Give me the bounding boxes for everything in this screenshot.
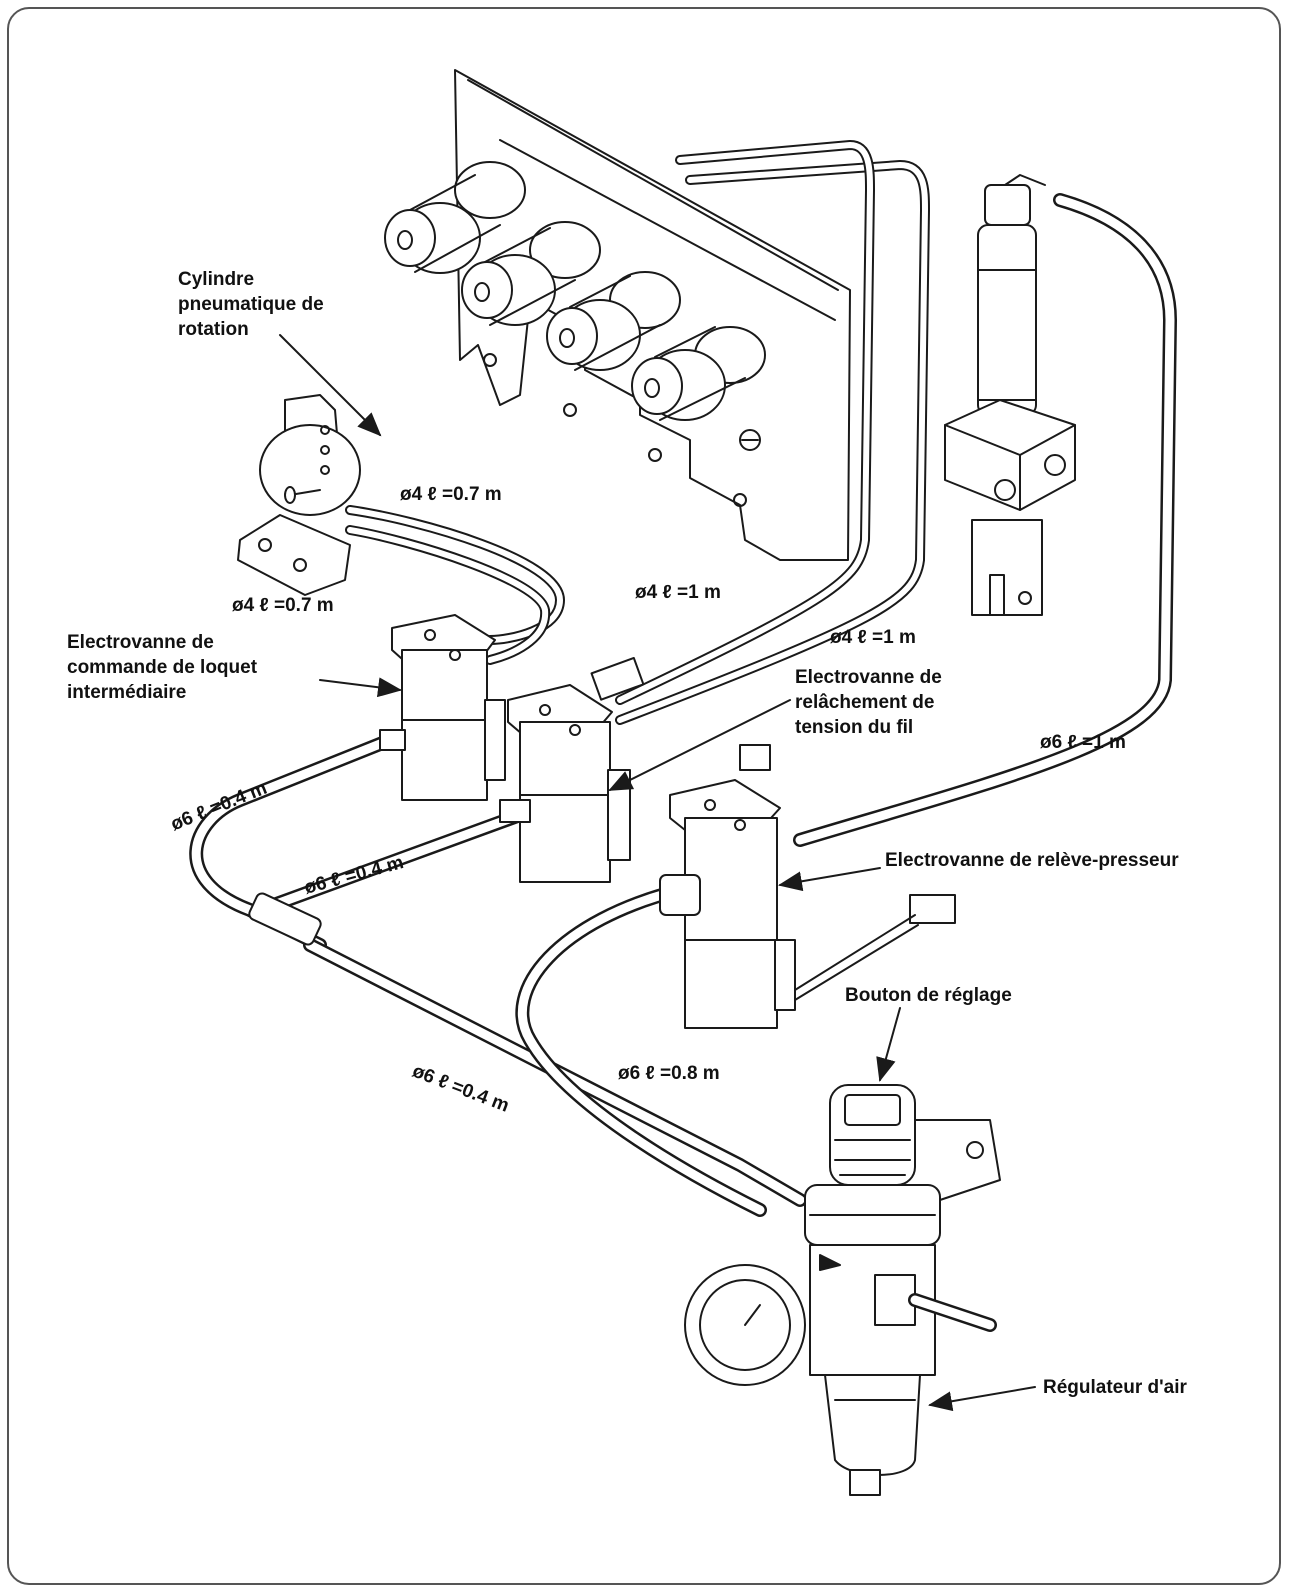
figure-frame bbox=[7, 7, 1281, 1585]
tension-knob bbox=[631, 326, 766, 421]
tube-measure-t5: ø6 ℓ =1 m bbox=[1040, 732, 1126, 753]
label-latch-valve: Electrovanne de commande de loquet inter… bbox=[67, 632, 258, 703]
label-thread-valve: Electrovanne de relâchement de tension d… bbox=[795, 667, 942, 738]
leader-lines bbox=[279, 334, 1036, 1412]
tension-knob bbox=[461, 221, 601, 326]
tubing bbox=[189, 140, 1177, 1217]
tension-knob bbox=[384, 161, 526, 274]
tension-knob bbox=[546, 271, 681, 371]
tension-plate-assembly bbox=[384, 69, 851, 561]
label-presser-valve: Electrovanne de relève-presseur bbox=[885, 850, 1179, 871]
label-rotation-cylinder: Cylindre pneumatique de rotation bbox=[178, 269, 324, 340]
thread-release-solenoid-valve bbox=[499, 656, 645, 883]
air-cylinder bbox=[944, 174, 1076, 616]
tube-measure-t1: ø4 ℓ =0.7 m bbox=[400, 484, 502, 505]
tube-measure-t3: ø4 ℓ =1 m bbox=[635, 582, 721, 603]
tube-measure-t2: ø4 ℓ =0.7 m bbox=[232, 595, 334, 616]
presser-solenoid-valve bbox=[659, 744, 956, 1029]
latch-solenoid-valve bbox=[379, 614, 506, 801]
rotation-cylinder bbox=[237, 394, 361, 596]
label-adjust-knob: Bouton de réglage bbox=[845, 985, 1012, 1006]
tube-measure-t8: ø6 ℓ =0.8 m bbox=[618, 1063, 720, 1084]
tube-measure-t4: ø4 ℓ =1 m bbox=[830, 627, 916, 648]
air-regulator bbox=[684, 1084, 1001, 1496]
label-air-regulator: Régulateur d'air bbox=[1043, 1377, 1187, 1398]
